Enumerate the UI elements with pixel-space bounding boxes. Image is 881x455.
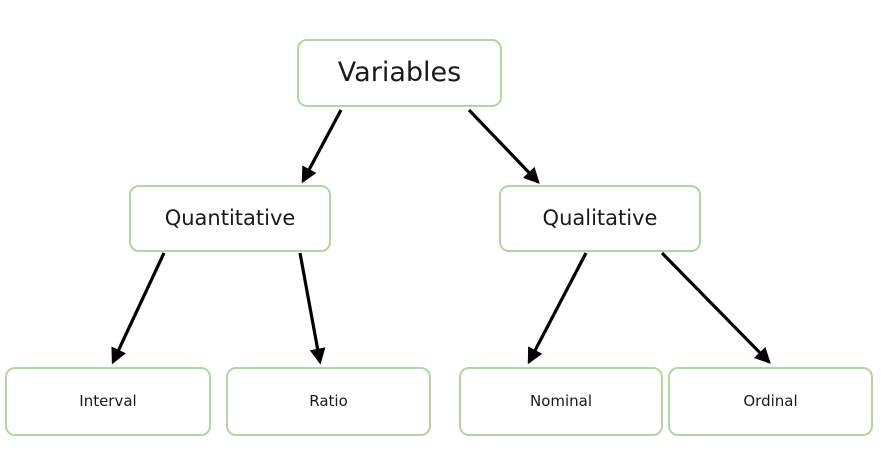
node-quantitative-label: Quantitative [164, 205, 296, 230]
node-variables[interactable]: Variables [297, 39, 502, 107]
edge-qualitative-to-nominal [527, 252, 588, 365]
node-nominal[interactable]: Nominal [459, 367, 663, 436]
node-nominal-label: Nominal [529, 392, 593, 411]
edge-quantitative-to-interval [111, 252, 166, 365]
edge-variables-to-qualitative [467, 108, 540, 184]
node-quantitative[interactable]: Quantitative [129, 185, 331, 252]
node-variables-label: Variables [337, 57, 462, 89]
edge-quantitative-to-ratio [298, 252, 326, 365]
node-interval-label: Interval [79, 392, 137, 411]
edge-qualitative-to-ordinal [660, 251, 771, 364]
node-ratio-label: Ratio [309, 392, 348, 411]
node-ratio[interactable]: Ratio [226, 367, 431, 436]
node-interval[interactable]: Interval [5, 367, 211, 436]
node-qualitative[interactable]: Qualitative [499, 185, 701, 252]
node-qualitative-label: Qualitative [542, 205, 658, 230]
edge-variables-to-quantitative [301, 109, 343, 184]
node-ordinal[interactable]: Ordinal [668, 367, 873, 436]
node-ordinal-label: Ordinal [743, 392, 798, 411]
